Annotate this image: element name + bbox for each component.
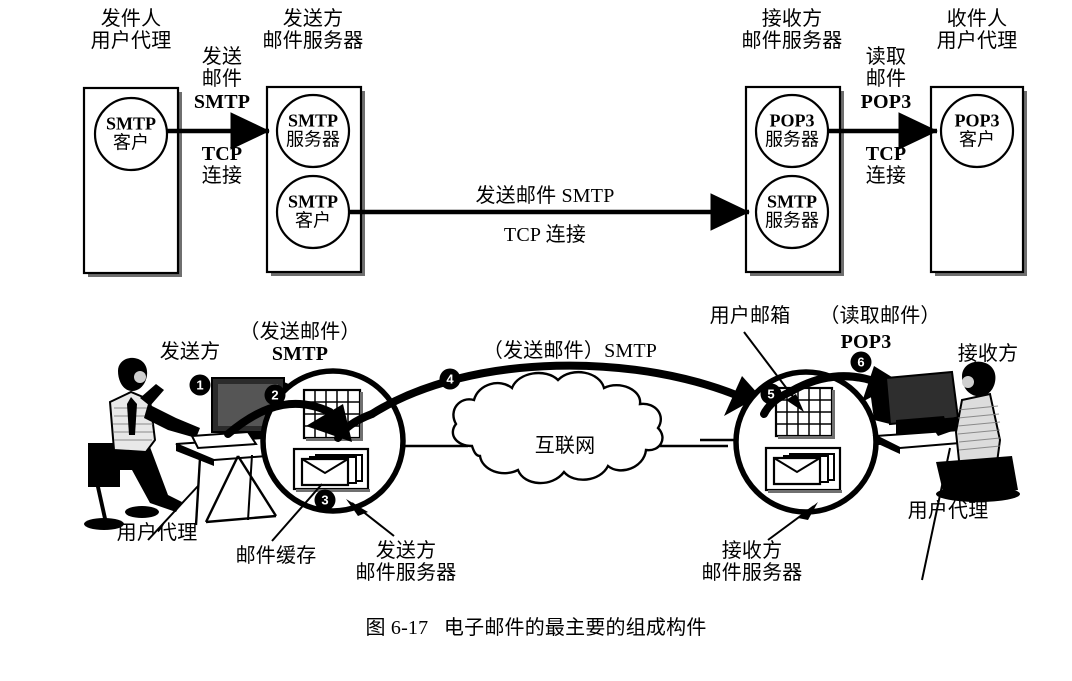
internet-cloud xyxy=(451,371,728,485)
protocol-arrows xyxy=(166,112,938,231)
sender-mail-cache-envelopes xyxy=(292,447,370,492)
label-receiver-side: 接收方 xyxy=(957,343,1019,365)
label-read-protocol-top: （读取邮件） xyxy=(819,305,941,327)
circle-smtp-server-1 xyxy=(275,93,351,169)
label-middle-smtp: （发送邮件）SMTP xyxy=(482,340,658,362)
label-sender-side: 发送方 xyxy=(159,341,221,363)
smtp-relay-arrow xyxy=(334,361,760,442)
step-badge-3: 3 xyxy=(314,489,336,511)
step-badge-1: 1 xyxy=(189,374,211,396)
header-sender-server: 发送方邮件服务器 xyxy=(262,8,364,53)
callout-leaders xyxy=(147,331,951,581)
receiver-mail-envelopes xyxy=(764,446,842,493)
header-sender-agent: 发件人用户代理 xyxy=(90,8,172,53)
label-mail-cache: 邮件缓存 xyxy=(235,545,317,567)
circle-smtp-client-1 xyxy=(93,96,169,172)
label-middle-link-bottom: TCP 连接 xyxy=(503,224,587,246)
step-badge-4: 4 xyxy=(439,368,461,390)
receiver-person-illustration xyxy=(870,361,1020,502)
label-receiver-mail-server: 接收方邮件服务器 xyxy=(701,540,803,585)
header-receiver-server: 接收方邮件服务器 xyxy=(741,8,843,53)
label-user-agent-left: 用户代理 xyxy=(116,522,198,544)
label-read-protocol-bottom: POP3 xyxy=(840,331,892,353)
label-middle-link-top: 发送邮件 SMTP xyxy=(475,185,615,207)
sender-mail-server-circle xyxy=(260,368,468,514)
step-badge-6: 6 xyxy=(850,351,872,373)
label-internet: 互联网 xyxy=(534,435,596,457)
header-receiver-agent: 收件人用户代理 xyxy=(936,8,1018,53)
box-shadows xyxy=(88,91,1027,277)
label-sender-mail-server: 发送方邮件服务器 xyxy=(355,540,457,585)
step-badge-5: 5 xyxy=(760,383,782,405)
circle-pop3-client-1 xyxy=(939,93,1015,169)
circle-smtp-server-2 xyxy=(754,174,830,250)
figure-caption: 图 6-17 电子邮件的最主要的组成构件 xyxy=(365,617,707,639)
step-badge-2: 2 xyxy=(264,384,286,406)
label-sender-protocol: （发送邮件）SMTP xyxy=(239,321,361,366)
label-user-mailbox: 用户邮箱 xyxy=(709,305,791,327)
protocol-circles xyxy=(93,93,1015,250)
label-user-agent-right: 用户代理 xyxy=(907,500,989,522)
